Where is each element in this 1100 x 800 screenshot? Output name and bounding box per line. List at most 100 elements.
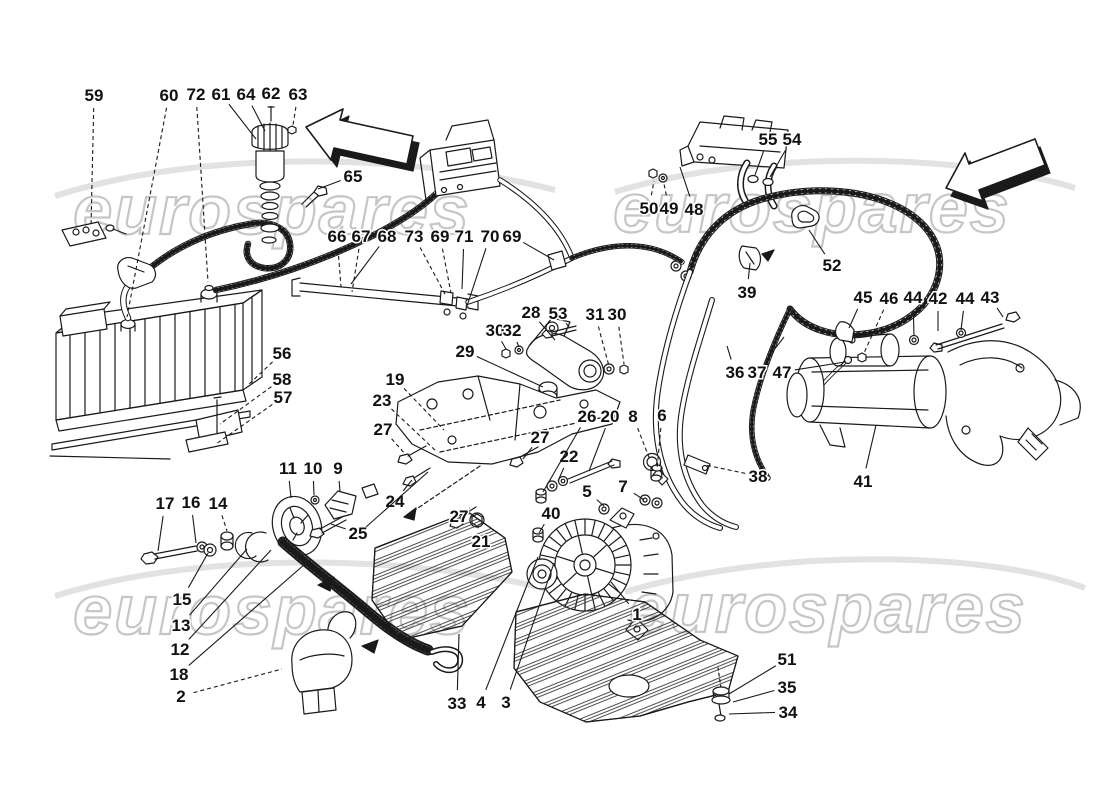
part-number-label: 69 <box>503 227 522 246</box>
leader-line <box>351 248 360 293</box>
leader-line <box>618 326 625 365</box>
leader-line <box>215 404 273 445</box>
part-number-label: 12 <box>171 640 190 659</box>
part-number-label: 2 <box>176 687 185 706</box>
leader-line <box>509 562 555 690</box>
leader-line <box>794 361 846 371</box>
flow-arrow-icon <box>361 639 379 654</box>
leader-line <box>523 241 555 261</box>
leader-line <box>221 515 228 532</box>
battery-cables-drawing <box>61 106 440 322</box>
engine-mount-drawing <box>395 317 629 543</box>
grommet-bolt-drawing <box>711 667 731 722</box>
leader-line <box>726 345 732 360</box>
alternator-fin <box>591 519 596 536</box>
leader-line <box>542 426 581 493</box>
part-number-label: 55 <box>759 130 778 149</box>
part-number-label: 28 <box>522 303 541 322</box>
part-number-label: 30 <box>486 321 505 340</box>
leader-line <box>764 336 785 363</box>
part-number-label: 47 <box>773 363 792 382</box>
leader-line <box>656 427 662 471</box>
leader-line <box>747 262 751 280</box>
starter-motor-drawing <box>786 311 1081 466</box>
part-number-label: 10 <box>304 459 323 478</box>
leader-line <box>330 523 346 530</box>
relay-bracket-drawing <box>291 119 501 320</box>
leader-line <box>679 166 691 197</box>
leader-line <box>596 499 605 507</box>
part-number-label: 54 <box>783 130 802 149</box>
block-arrow-down-left-icon <box>945 138 1046 202</box>
part-number-label: 73 <box>405 227 424 246</box>
leader-line <box>650 180 655 196</box>
part-number-label: 62 <box>262 84 281 103</box>
part-number-label: 65 <box>344 167 363 186</box>
leader-line <box>539 321 556 341</box>
alternator-fin <box>608 535 622 547</box>
part-number-label: 61 <box>212 85 231 104</box>
leader-line <box>557 467 565 482</box>
leader-line <box>90 107 95 227</box>
part-number-label: 21 <box>472 532 491 551</box>
part-number-label: 18 <box>170 665 189 684</box>
leader-line <box>403 387 445 431</box>
part-number-label: 40 <box>542 504 561 523</box>
part-number-label: 42 <box>929 289 948 308</box>
part-number-label: 27 <box>374 420 393 439</box>
leader-line <box>732 689 775 703</box>
part-number-label: 32 <box>503 321 522 340</box>
diagram-line-art <box>49 106 1081 723</box>
part-number-label: 38 <box>749 467 768 486</box>
alternator-fin <box>597 523 606 538</box>
leader-line <box>538 523 545 534</box>
part-number-label: 49 <box>660 199 679 218</box>
part-number-label: 33 <box>448 694 467 713</box>
part-number-label: 69 <box>431 227 450 246</box>
part-number-label: 67 <box>352 227 371 246</box>
leader-line <box>476 355 544 388</box>
part-number-label: 52 <box>823 256 842 275</box>
part-number-label: 8 <box>628 407 637 426</box>
leader-line <box>633 492 645 501</box>
leader-line <box>126 107 168 318</box>
leader-line <box>189 548 248 616</box>
part-number-label: 17 <box>156 494 175 513</box>
leader-line <box>338 480 341 492</box>
leader-line <box>187 552 209 588</box>
part-number-label: 70 <box>481 227 500 246</box>
part-number-label: 43 <box>981 288 1000 307</box>
leader-line <box>485 556 539 691</box>
leader-line <box>466 248 487 307</box>
part-number-label: 29 <box>456 342 475 361</box>
leader-line <box>188 549 272 640</box>
leader-line <box>251 105 266 132</box>
leader-line <box>728 665 777 695</box>
leader-line <box>456 633 460 691</box>
part-number-label: 44 <box>904 288 923 307</box>
part-number-label: 16 <box>182 493 201 512</box>
part-number-label: 57 <box>274 388 293 407</box>
leader-line <box>912 309 915 337</box>
leader-line <box>565 322 570 328</box>
leader-line <box>337 248 342 288</box>
leader-line <box>391 438 407 456</box>
part-number-label: 14 <box>209 494 228 513</box>
leader-line <box>192 514 197 544</box>
alternator-fin <box>612 577 627 586</box>
part-number-label: 15 <box>173 590 192 609</box>
part-number-label: 66 <box>328 227 347 246</box>
leader-line <box>704 464 746 474</box>
leader-line <box>863 309 885 354</box>
leader-line <box>461 248 465 290</box>
part-number-label: 30 <box>608 305 627 324</box>
leader-line <box>588 427 606 472</box>
part-number-label: 19 <box>386 370 405 389</box>
part-number-label: 35 <box>778 678 797 697</box>
part-number-label: 72 <box>187 85 206 104</box>
leader-line <box>769 149 786 178</box>
part-number-label: 46 <box>880 289 899 308</box>
part-number-label: 37 <box>748 363 767 382</box>
